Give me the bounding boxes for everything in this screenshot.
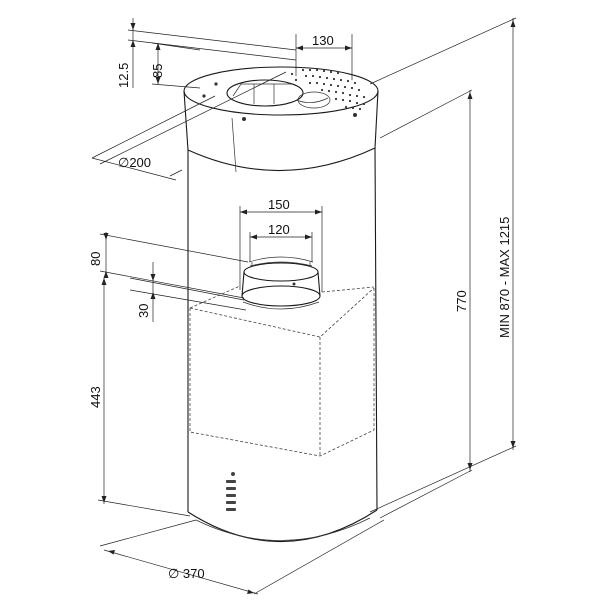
dim-label: 80	[88, 252, 103, 266]
control-button	[226, 480, 236, 483]
control-button	[226, 501, 236, 504]
dim-label: ∅ 370	[168, 566, 205, 581]
dim-label: 30	[136, 304, 151, 318]
dim-inlet-inner-width: 120	[249, 222, 313, 262]
control-button	[226, 494, 236, 497]
dim-bottom-height: 443	[88, 278, 191, 517]
dim-outlet-width: 130	[295, 33, 353, 80]
dim-body-diameter: ∅ 370	[99, 519, 385, 595]
dim-top-diameter: ∅200	[91, 71, 287, 181]
dim-body-height: 770	[379, 89, 473, 519]
dim-label: MIN 870 - MAX 1215	[497, 217, 512, 338]
dim-inlet-outer-width: 150	[239, 197, 323, 292]
vent-perforations	[202, 68, 366, 121]
dim-label: 443	[88, 386, 103, 408]
dim-total-height-range: MIN 870 - MAX 1215	[369, 17, 517, 513]
dim-inlet-offset: 30	[129, 262, 247, 322]
indicator-light-icon	[231, 472, 235, 476]
dim-label: 130	[312, 33, 334, 48]
dim-top-collar-depth: 85	[150, 42, 201, 89]
control-button	[226, 508, 236, 511]
control-button	[226, 487, 236, 490]
dim-inlet-height: 80	[88, 232, 249, 299]
dim-label: 85	[150, 64, 165, 78]
dim-label: 12.5	[116, 63, 131, 88]
dim-label: 120	[268, 222, 290, 237]
top-outlet	[226, 79, 331, 109]
dim-top-collar-height: 12.5	[116, 18, 297, 88]
inlet-spigot	[241, 256, 321, 310]
dim-label: 150	[268, 197, 290, 212]
dim-label: ∅200	[118, 155, 151, 170]
control-buttons	[226, 472, 236, 511]
hidden-motor-box	[189, 285, 375, 457]
hood-body	[183, 66, 379, 542]
dim-label: 770	[454, 290, 469, 312]
